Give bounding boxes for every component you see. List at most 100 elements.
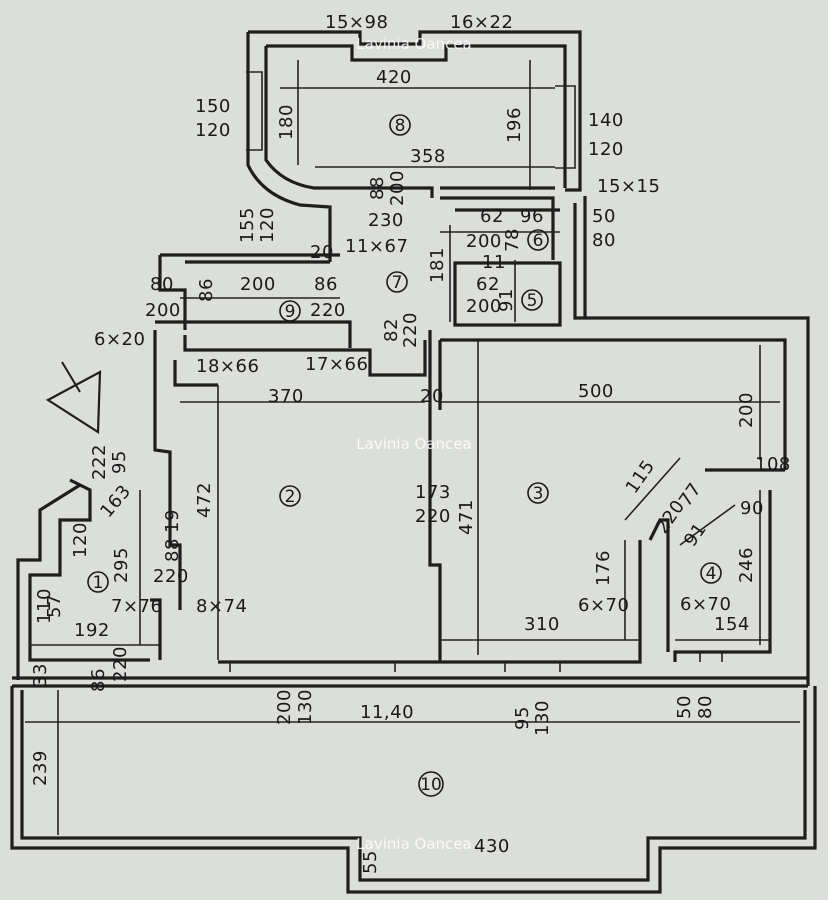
dim-8x74: 8×74 bbox=[196, 596, 247, 617]
dim-358: 358 bbox=[410, 146, 446, 167]
dim-95a: 95 bbox=[109, 450, 130, 474]
dim-130a: 130 bbox=[295, 689, 316, 725]
walls bbox=[10, 30, 817, 894]
dim-246: 246 bbox=[736, 547, 757, 583]
dim-88: 88 bbox=[367, 176, 388, 200]
dimension-lines bbox=[25, 60, 800, 835]
dim-19: 19 bbox=[162, 509, 183, 533]
dim-310: 310 bbox=[524, 614, 560, 635]
north-arrow-icon bbox=[45, 361, 102, 434]
wall-hall9-west bbox=[158, 255, 187, 330]
dim-200d: 200 bbox=[240, 274, 276, 295]
watermark-top: Lavinia Oancea bbox=[356, 35, 471, 53]
wall-room10-outer bbox=[10, 686, 817, 894]
room-7-number: 7 bbox=[392, 273, 403, 293]
dimline-91 bbox=[679, 504, 736, 546]
dim-86b: 86 bbox=[314, 274, 338, 295]
wall-room1-outer2 bbox=[16, 483, 81, 680]
watermarks: Lavinia Oancea Lavinia Oancea Lavinia Oa… bbox=[356, 35, 471, 853]
dim-295: 295 bbox=[111, 547, 132, 583]
dim-11: 11 bbox=[482, 252, 506, 273]
dim-33: 33 bbox=[30, 663, 51, 687]
room-6-marker: 6 bbox=[527, 229, 549, 251]
dim-7x76: 7×76 bbox=[111, 596, 162, 617]
dim-176: 176 bbox=[593, 550, 614, 586]
wall-room8-left-inner bbox=[264, 46, 434, 198]
wall-room2-top bbox=[183, 335, 427, 377]
room-2-marker: 2 bbox=[279, 485, 301, 507]
dim-1140: 11,40 bbox=[360, 702, 414, 723]
dim-200b: 200 bbox=[466, 231, 502, 252]
dim-20b: 20 bbox=[420, 386, 444, 407]
dim-62b: 62 bbox=[476, 274, 500, 295]
dim-120a: 120 bbox=[195, 120, 231, 141]
dim-80c: 80 bbox=[695, 695, 716, 719]
dim-86c: 86 bbox=[88, 668, 109, 692]
dim-222: 222 bbox=[89, 444, 110, 480]
dim-15x15: 15×15 bbox=[597, 176, 660, 197]
dim-471: 471 bbox=[456, 499, 477, 535]
dim-370: 370 bbox=[268, 386, 304, 407]
dim-200g: 200 bbox=[274, 689, 295, 725]
dim-57: 57 bbox=[44, 594, 65, 618]
window-marks bbox=[229, 652, 723, 672]
room-10-number: 10 bbox=[420, 775, 442, 795]
dim-11x67: 11×67 bbox=[345, 236, 408, 257]
room-1-marker: 1 bbox=[87, 571, 109, 593]
dim-80a: 80 bbox=[592, 230, 616, 251]
dim-18x66: 18×66 bbox=[196, 356, 259, 377]
dim-95b: 95 bbox=[512, 706, 533, 730]
wall-room2-top-left bbox=[173, 360, 218, 387]
dim-91: 91 bbox=[496, 288, 517, 312]
dim-6x20: 6×20 bbox=[94, 329, 145, 350]
wall-room1-east bbox=[150, 598, 162, 660]
dim-110: 110 bbox=[34, 588, 55, 624]
dim-155: 155 bbox=[237, 207, 258, 243]
dim-16x22: 16×22 bbox=[450, 12, 513, 33]
room-8-number: 8 bbox=[395, 116, 406, 136]
dim-220b: 220 bbox=[400, 312, 421, 348]
dim-154: 154 bbox=[714, 614, 750, 635]
dim-180: 180 bbox=[276, 104, 297, 140]
room-3-marker: 3 bbox=[527, 482, 549, 504]
room-9-number: 9 bbox=[285, 302, 296, 322]
dim-500: 500 bbox=[578, 381, 614, 402]
dim-196: 196 bbox=[504, 107, 525, 143]
dim-15x98: 15×98 bbox=[325, 12, 388, 33]
dim-200f: 200 bbox=[736, 392, 757, 428]
room-numbers: 8 6 5 7 9 2 3 4 bbox=[87, 114, 722, 797]
dim-239: 239 bbox=[30, 750, 51, 786]
watermark-bottom: Lavinia Oancea bbox=[356, 835, 471, 853]
wall-room3-bottom bbox=[440, 540, 642, 664]
dim-90: 90 bbox=[740, 498, 764, 519]
dim-220f: 220 bbox=[110, 646, 131, 682]
dim-472: 472 bbox=[194, 482, 215, 518]
room-8-marker: 8 bbox=[389, 114, 411, 136]
dim-200c: 200 bbox=[466, 296, 502, 317]
dimension-labels: 15×98 16×22 420 150 120 180 196 140 120 … bbox=[30, 12, 791, 874]
wall-room8-top bbox=[248, 30, 582, 192]
dim-173: 173 bbox=[415, 482, 451, 503]
wall-room1-outer bbox=[28, 478, 150, 662]
dim-220e: 220 bbox=[153, 566, 189, 587]
room-10-marker: 10 bbox=[418, 771, 444, 797]
dim-192: 192 bbox=[74, 620, 110, 641]
dim-108: 108 bbox=[755, 454, 791, 475]
wall-hall9-bottom bbox=[155, 320, 352, 348]
dim-120c: 120 bbox=[257, 207, 278, 243]
dim-200e: 200 bbox=[145, 300, 181, 321]
watermark-middle: Lavinia Oancea bbox=[356, 435, 471, 453]
dim-80b: 80 bbox=[150, 274, 174, 295]
window-room8 bbox=[246, 71, 576, 169]
room-4-number: 4 bbox=[706, 564, 717, 584]
wall-room8-left bbox=[246, 32, 332, 262]
wall-room2-west bbox=[153, 330, 182, 610]
room-2-number: 2 bbox=[285, 487, 296, 507]
room-4-marker: 4 bbox=[700, 562, 722, 584]
dim-140: 140 bbox=[588, 110, 624, 131]
wall-room4-west bbox=[648, 518, 670, 652]
dim-420: 420 bbox=[376, 67, 412, 88]
dim-96: 96 bbox=[520, 206, 544, 227]
